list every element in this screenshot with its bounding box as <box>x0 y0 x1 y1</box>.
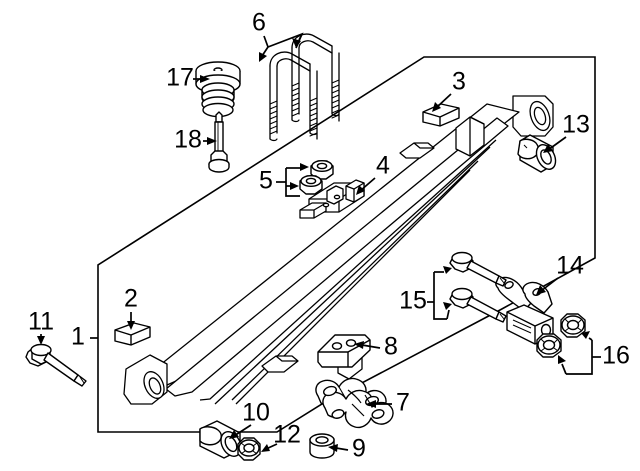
callout-8: 8 <box>384 333 398 361</box>
part-15-shackle-bolt-upper <box>449 251 507 287</box>
part-1-leaf-spring-body <box>123 95 554 405</box>
callout-1: 1 <box>71 323 85 351</box>
callout-12: 12 <box>273 421 301 449</box>
callout-6: 6 <box>252 9 266 37</box>
part-7-spring-shackle <box>315 377 394 429</box>
callout-17: 17 <box>166 64 194 92</box>
part-16-shackle-bracket-nut-lower <box>536 333 562 358</box>
part-12-shackle-nut <box>237 437 261 461</box>
part-6-u-bolt-left <box>269 51 318 142</box>
part-13-spring-eye-bushing-rear <box>517 134 557 173</box>
part-4-u-bolt-seat-plate <box>299 179 365 219</box>
callout-labels: 1 2 3 4 5 6 7 8 9 10 11 12 13 14 15 16 1… <box>28 9 630 463</box>
callout-16: 16 <box>602 342 630 370</box>
callout-2: 2 <box>124 285 138 313</box>
callout-3: 3 <box>452 68 466 96</box>
part-5-u-bolt-nut-lower <box>299 174 323 195</box>
callout-13: 13 <box>562 111 590 139</box>
part-16-shackle-bracket-nut-upper <box>560 313 586 338</box>
part-9-shackle-bushing-small <box>309 433 335 459</box>
callout-11: 11 <box>28 308 54 336</box>
part-10-spring-eye-bushing <box>199 420 242 459</box>
callout-10: 10 <box>242 399 270 427</box>
part-15-shackle-bolt-lower <box>449 287 507 323</box>
callout-15: 15 <box>399 287 427 315</box>
part-17-jounce-bumper <box>195 61 241 118</box>
callout-7: 7 <box>396 389 410 417</box>
callout-9: 9 <box>352 435 366 463</box>
callout-18: 18 <box>174 126 202 154</box>
callout-14: 14 <box>556 252 584 280</box>
part-11-spring-front-bolt <box>25 343 87 387</box>
callout-5: 5 <box>259 167 273 195</box>
part-1-leaf-spring-assembly-outline <box>97 56 596 433</box>
part-18-jounce-bumper-bolt <box>208 111 230 173</box>
leader-lines <box>37 32 601 452</box>
callout-4: 4 <box>376 152 390 180</box>
part-3-spring-pad-rear <box>422 103 460 127</box>
